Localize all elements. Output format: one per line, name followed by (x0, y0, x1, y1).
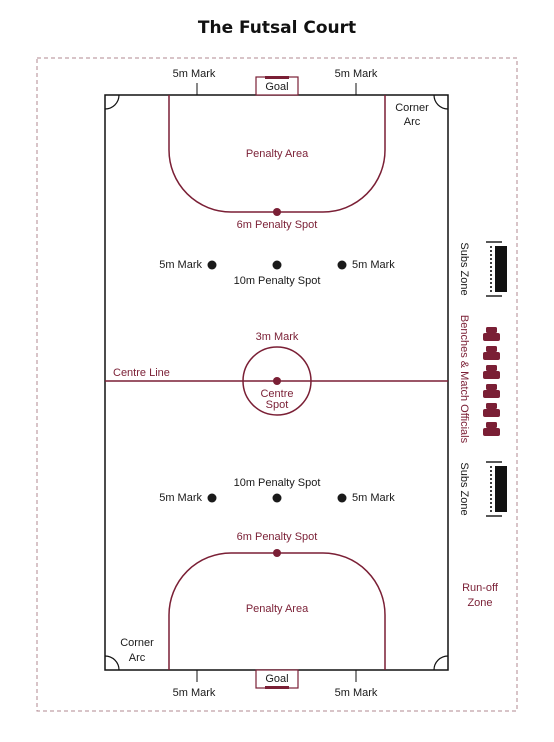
label-benches-match-officials: Benches & Match Officials (458, 315, 470, 444)
label-three-m-mark: 3m Mark (256, 331, 299, 343)
bench-chair-icon (483, 327, 500, 341)
label-centre-line: Centre Line (113, 367, 170, 379)
six-m-penalty-spot-bottom (273, 549, 281, 557)
label-subs-zone: Subs Zone (458, 462, 470, 515)
goal-bottom-post (265, 686, 289, 689)
label-penalty-area: Penalty Area (246, 148, 309, 160)
corner-arc-top-right (433, 94, 449, 110)
centre-spot (273, 377, 281, 385)
label-ten-m-penalty-spot: 10m Penalty Spot (234, 275, 321, 287)
label-five-m-mark: 5m Mark (335, 68, 378, 80)
label-five-m-mark: 5m Mark (352, 492, 395, 504)
bench-chair-icon (483, 422, 500, 436)
centre-circle (242, 346, 312, 416)
bench-chair-icon (483, 403, 500, 417)
label-six-m-penalty-spot: 6m Penalty Spot (237, 531, 318, 543)
label-subs-zone: Subs Zone (458, 242, 470, 295)
label-penalty-area: Penalty Area (246, 603, 309, 615)
label-five-m-mark: 5m Mark (159, 259, 202, 271)
label-arc: Arc (129, 652, 146, 664)
five-m-mark-dot (207, 493, 217, 503)
label-five-m-mark: 5m Mark (335, 687, 378, 699)
label-ten-m-penalty-spot: 10m Penalty Spot (234, 477, 321, 489)
subs-zone-marker-top (486, 241, 507, 297)
label-six-m-penalty-spot: 6m Penalty Spot (237, 219, 318, 231)
five-m-mark-dot (337, 260, 347, 270)
bench-chair-icon (483, 346, 500, 360)
label-corner: Corner (395, 102, 429, 114)
label-spot: Spot (266, 399, 289, 411)
label-five-m-mark: 5m Mark (173, 687, 216, 699)
six-m-penalty-spot-top (273, 208, 281, 216)
five-m-mark-dot (337, 493, 347, 503)
bench-chair-icon (483, 384, 500, 398)
label-corner: Corner (120, 637, 154, 649)
bench-chair-icon (483, 365, 500, 379)
ten-m-penalty-spot-dot (272, 260, 282, 270)
label-centre: Centre (260, 388, 293, 400)
label-goal: Goal (265, 81, 288, 93)
subs-zone-marker-bottom (486, 461, 507, 517)
label-goal: Goal (265, 673, 288, 685)
run-off-boundary (36, 57, 518, 712)
goal-top-post (265, 76, 289, 79)
corner-arc-top-left (104, 94, 120, 110)
label-five-m-mark: 5m Mark (173, 68, 216, 80)
five-m-mark-dot (207, 260, 217, 270)
label-five-m-mark: 5m Mark (352, 259, 395, 271)
corner-arc-bottom-right (433, 655, 449, 671)
label-run-off: Run-off (462, 582, 499, 594)
diagram-title: The Futsal Court (197, 18, 357, 38)
label-five-m-mark: 5m Mark (159, 492, 202, 504)
label-arc: Arc (404, 116, 421, 128)
ten-m-penalty-spot-dot (272, 493, 282, 503)
label-zone: Zone (467, 597, 492, 609)
corner-arc-bottom-left (104, 655, 120, 671)
